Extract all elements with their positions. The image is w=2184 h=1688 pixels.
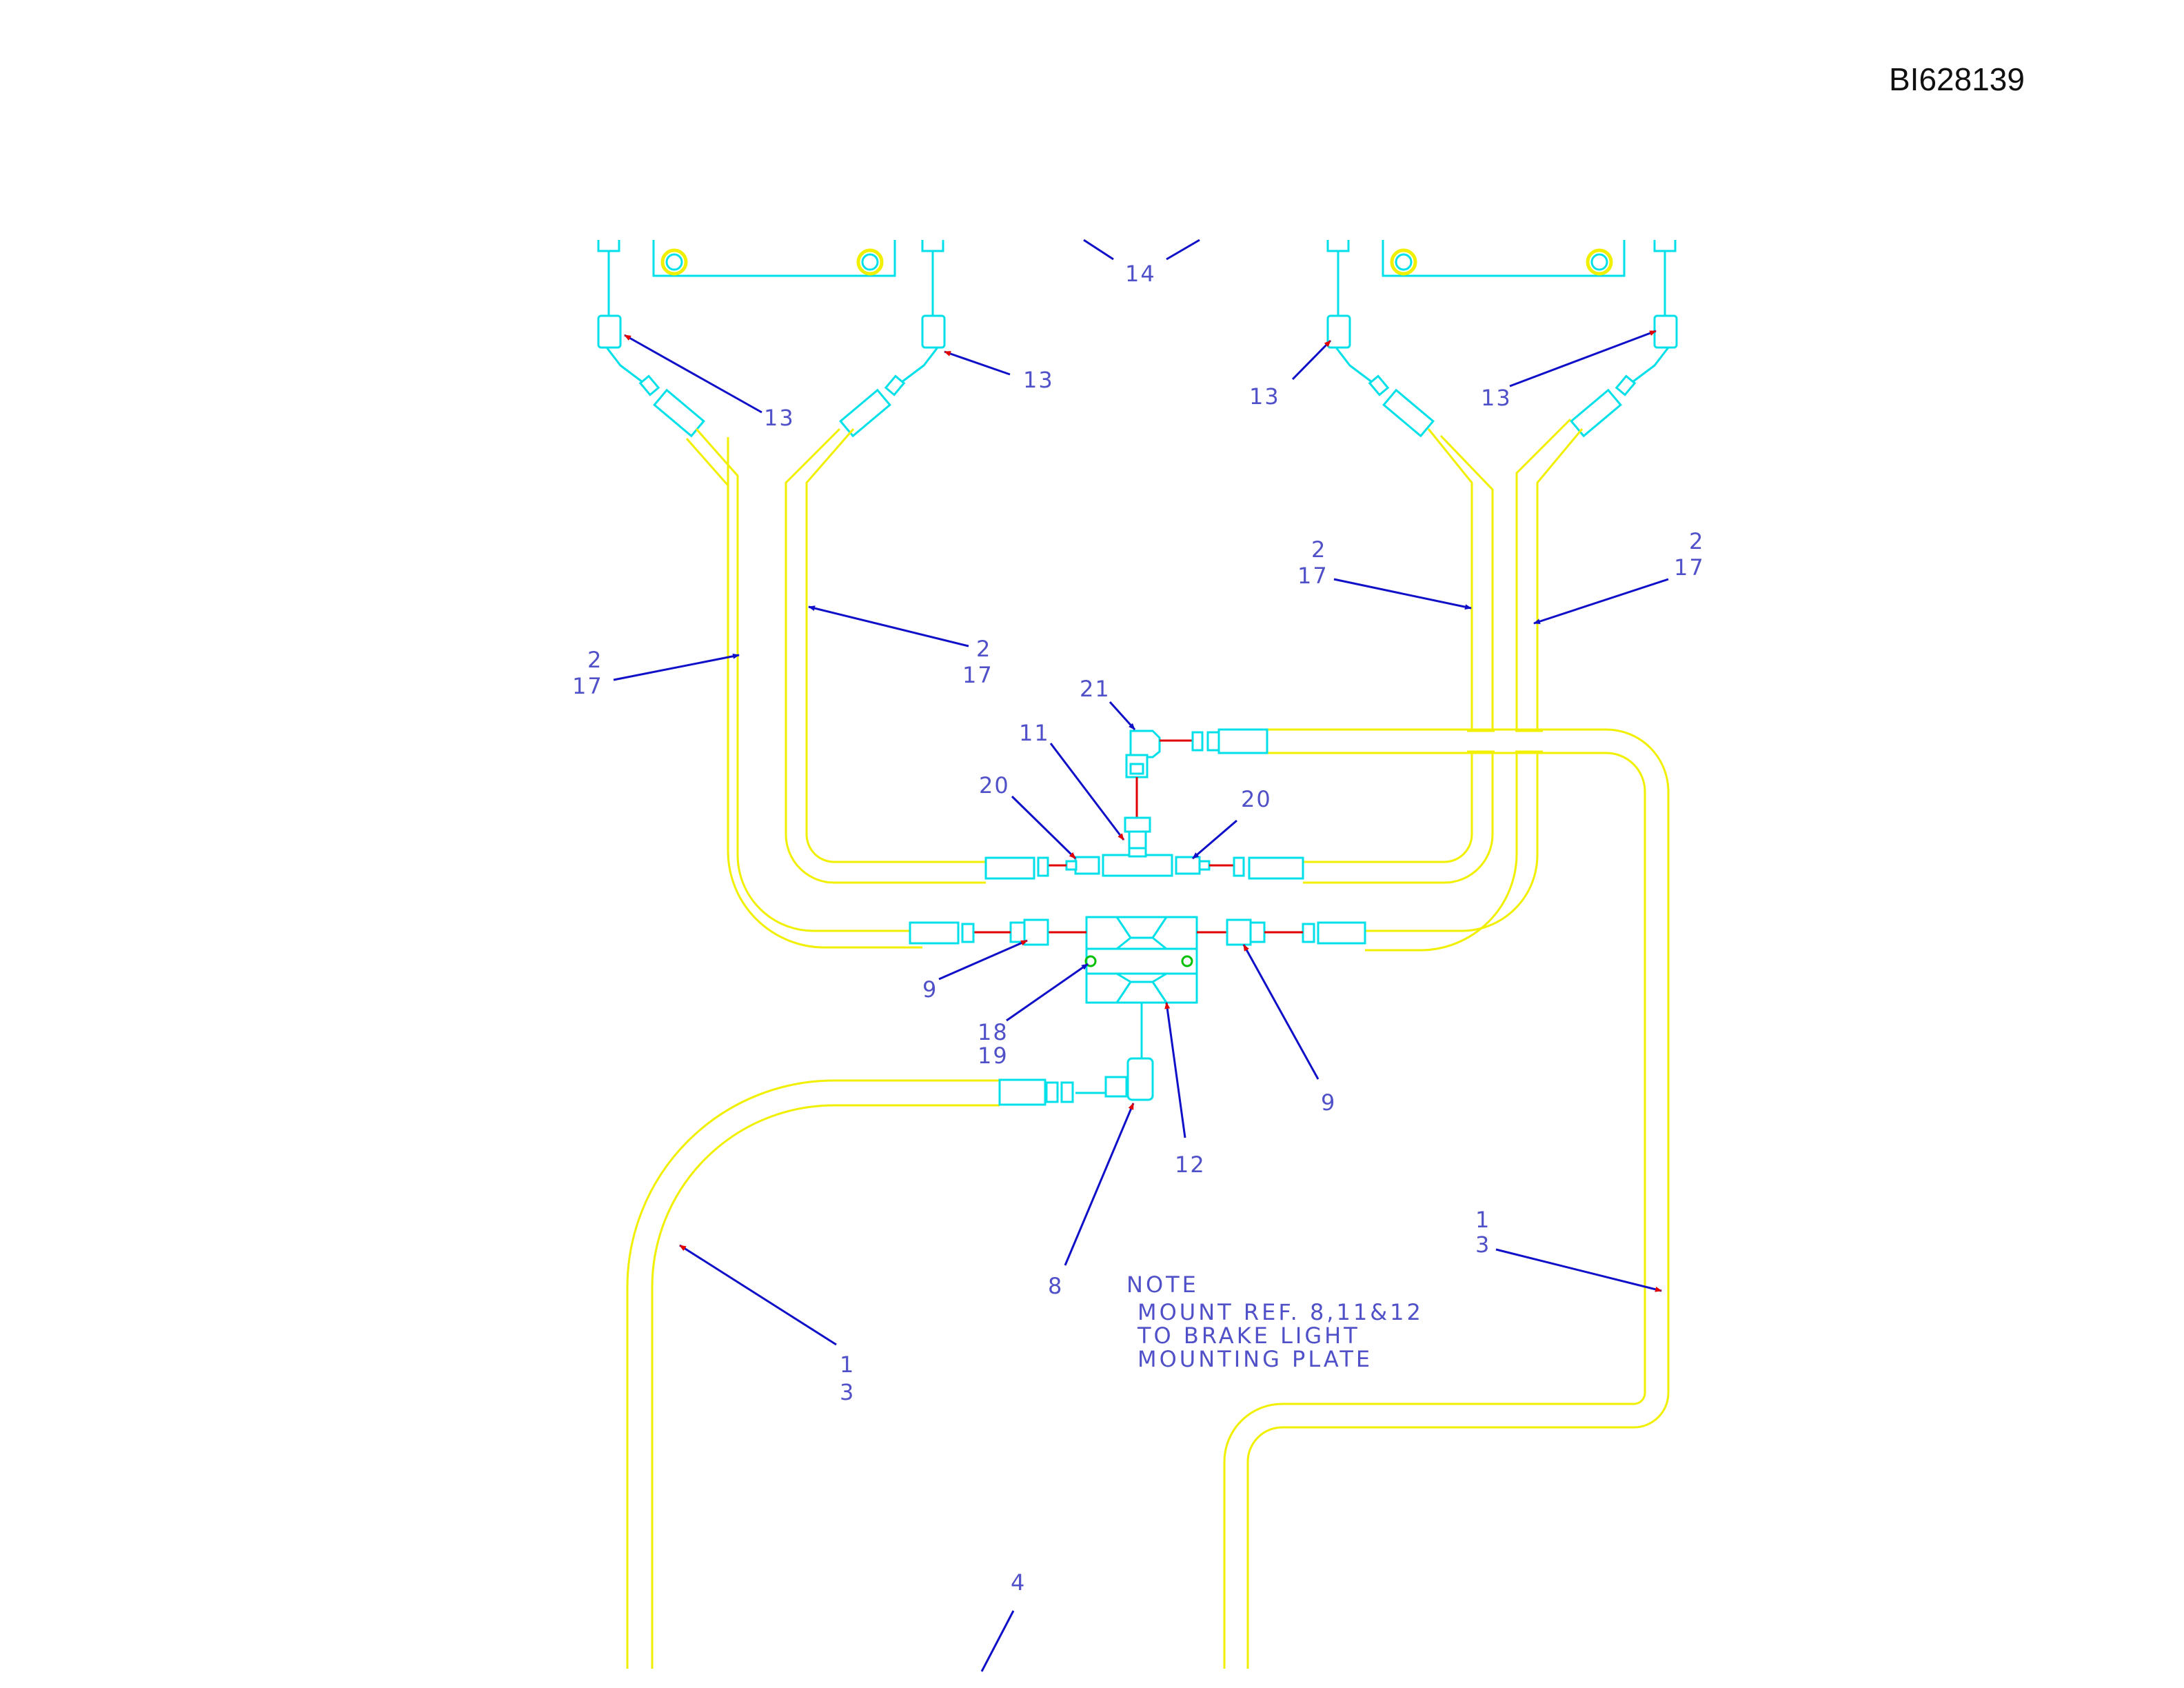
- note-line: MOUNT REF. 8,11&12: [1138, 1299, 1424, 1325]
- callout-12: 12: [1175, 1152, 1206, 1178]
- tee-fitting-11: [1102, 816, 1173, 877]
- callout-2: 2: [1689, 528, 1704, 554]
- note-heading: NOTE: [1126, 1272, 1199, 1298]
- callout-18: 18: [978, 1019, 1009, 1045]
- hose-2-left-inner: [785, 428, 986, 884]
- elbow-fitting-8: [1104, 1057, 1154, 1101]
- callout-2: 2: [1311, 536, 1326, 563]
- mounting-note: NOTE MOUNT REF. 8,11&12 TO BRAKE LIGHT M…: [1126, 1272, 1424, 1372]
- callout-19: 19: [978, 1043, 1009, 1069]
- callout-20: 20: [979, 772, 1010, 798]
- elbow-fitting-21: [1125, 730, 1161, 778]
- callout-13: 13: [764, 405, 795, 431]
- adapter-20-left: [1065, 856, 1100, 875]
- right-brake-bracket: [1326, 240, 1677, 316]
- union-9-left: [1009, 918, 1049, 946]
- note-line: TO BRAKE LIGHT: [1137, 1323, 1360, 1349]
- adapter-20-right: [1175, 856, 1211, 875]
- callout-1: 1: [840, 1352, 855, 1378]
- callout-labels: 14 13 13 13 13 2 17 2 17 2 17 2 17 21 11…: [572, 261, 1705, 1596]
- hose-end-8: [998, 1078, 1106, 1106]
- callout-17: 17: [962, 662, 993, 688]
- callout-4: 4: [1011, 1569, 1026, 1596]
- callout-9: 9: [1321, 1089, 1336, 1116]
- leader-lines: [613, 239, 1669, 1672]
- proportioning-valve-12: [1084, 916, 1198, 1004]
- callout-20: 20: [1241, 786, 1272, 812]
- note-line: MOUNTING PLATE: [1138, 1346, 1373, 1372]
- hose-ends-lower-row: [909, 921, 1366, 945]
- hose-2-left-outer: [685, 428, 922, 949]
- elbow-fitting-13-left-b: [884, 314, 946, 396]
- callout-14: 14: [1125, 261, 1156, 287]
- hose-end-21: [1191, 728, 1268, 754]
- callout-13: 13: [1481, 385, 1512, 411]
- callout-21: 21: [1080, 676, 1111, 702]
- callout-17: 17: [1297, 563, 1328, 589]
- document-id: BI628139: [1889, 61, 2025, 97]
- elbow-fitting-13-right-a: [1326, 314, 1390, 396]
- callout-2: 2: [976, 636, 991, 662]
- hose-end-diagonal: [653, 388, 1622, 438]
- callout-3: 3: [840, 1379, 855, 1405]
- elbow-fitting-13-left-a: [597, 314, 660, 396]
- callout-17: 17: [572, 673, 603, 699]
- union-9-right: [1226, 918, 1266, 946]
- hose-ends-upper-row: [984, 856, 1304, 880]
- callout-13: 13: [1249, 383, 1280, 410]
- callout-2: 2: [587, 647, 603, 673]
- callout-17: 17: [1674, 554, 1705, 581]
- callout-3: 3: [1475, 1232, 1490, 1258]
- hose-2-right-outer: [1365, 418, 1584, 952]
- callout-11: 11: [1019, 720, 1050, 746]
- hose-1-left-long: [626, 1079, 1000, 1669]
- callout-9: 9: [922, 976, 938, 1003]
- hose-2-right-inner: [1303, 428, 1494, 884]
- hose-1-right-long: [1223, 728, 1670, 1669]
- callout-13: 13: [1023, 367, 1054, 393]
- elbow-fitting-13-right-b: [1615, 314, 1678, 396]
- left-brake-bracket: [597, 240, 944, 316]
- callout-8: 8: [1048, 1273, 1063, 1299]
- callout-1: 1: [1475, 1207, 1490, 1233]
